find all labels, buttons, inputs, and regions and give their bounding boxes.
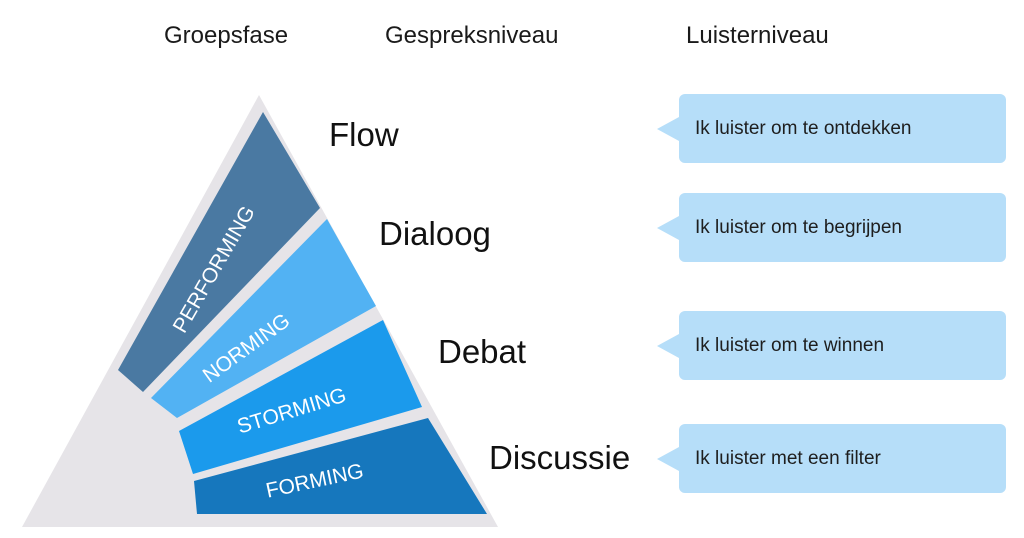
- speech-bubble-begrijpen: Ik luister om te begrijpen: [679, 193, 1006, 262]
- bubble-text: Ik luister om te begrijpen: [695, 216, 902, 238]
- level-debat: Debat: [438, 333, 527, 370]
- bubble-text: Ik luister met een filter: [695, 447, 881, 469]
- band-storming: [179, 320, 422, 474]
- level-flow: Flow: [329, 116, 399, 153]
- speech-bubble-winnen: Ik luister om te winnen: [679, 311, 1006, 380]
- level-discussie: Discussie: [489, 439, 631, 476]
- bubble-text: Ik luister om te winnen: [695, 334, 885, 356]
- bubble-text: Ik luister om te ontdekken: [695, 117, 912, 139]
- band-forming: [194, 418, 487, 514]
- header-luisterniveau: Luisterniveau: [686, 22, 829, 49]
- band-norming: [151, 219, 376, 418]
- header-groepsfase: Groepsfase: [164, 22, 289, 49]
- band-performing: [118, 112, 320, 392]
- header-gespreksniveau: Gespreksniveau: [385, 22, 559, 49]
- speech-bubble-filter: Ik luister met een filter: [679, 424, 1006, 493]
- speech-bubble-ontdekken: Ik luister om te ontdekken: [679, 94, 1006, 163]
- level-dialoog: Dialoog: [379, 215, 491, 252]
